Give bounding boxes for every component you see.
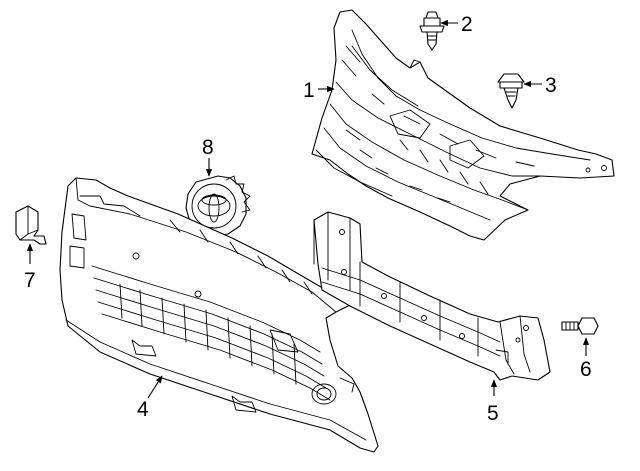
leader-line-4 [147, 375, 163, 399]
callout-2: 2 [461, 13, 473, 36]
support-bracket-part[interactable] [313, 211, 551, 381]
callout-4: 4 [137, 398, 149, 421]
callout-5: 5 [487, 402, 499, 425]
callout-7: 7 [24, 269, 36, 292]
bolt-part[interactable] [561, 317, 599, 335]
callout-6: 6 [580, 358, 592, 381]
callout-3: 3 [545, 74, 557, 97]
side-bracket-part[interactable] [15, 205, 47, 245]
lower-grille-part[interactable] [59, 177, 379, 453]
push-clip-2-part[interactable] [419, 11, 445, 51]
push-clip-3-part[interactable] [497, 73, 525, 109]
callout-8: 8 [202, 136, 214, 159]
upper-grille-part[interactable] [311, 9, 615, 241]
callout-1: 1 [303, 79, 315, 102]
